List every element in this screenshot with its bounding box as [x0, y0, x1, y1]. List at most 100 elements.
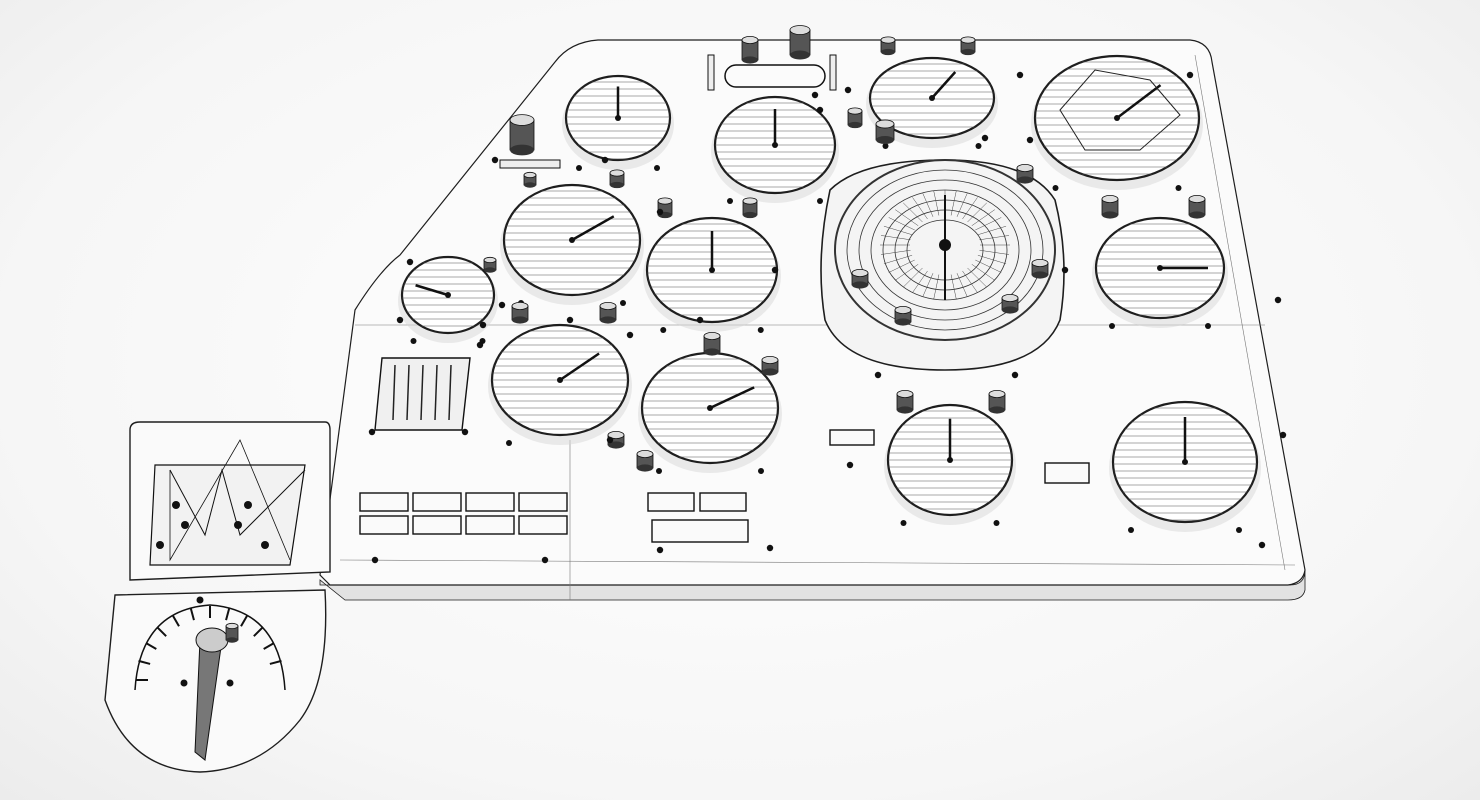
knob-top: [988, 389, 1006, 398]
mount-screw: [900, 520, 907, 526]
side-panel-facets: [169, 468, 306, 537]
mount-screw: [882, 143, 889, 149]
mount-screw: [181, 521, 189, 529]
knob-base: [961, 48, 975, 56]
mount-screw: [172, 501, 180, 509]
mount-screw: [244, 501, 252, 509]
knob-top: [607, 430, 625, 439]
mount-screw: [696, 316, 704, 324]
gauge-hub: [445, 292, 451, 298]
knob-top: [761, 355, 779, 364]
gauge-needle: [571, 215, 615, 242]
knob-base: [852, 281, 868, 289]
knob-top: [896, 389, 914, 398]
mount-screw: [654, 165, 660, 171]
gauge: [1092, 216, 1228, 329]
throttle-dial-tick: [189, 608, 195, 621]
knob: [523, 171, 537, 188]
throttle-dial-tick: [172, 615, 180, 627]
mount-screw: [758, 468, 764, 474]
mount-screw: [576, 165, 582, 171]
mount-screw: [491, 156, 499, 164]
knob-top: [599, 301, 617, 310]
gauge: [562, 74, 674, 171]
knob-top: [609, 169, 625, 177]
knob: [880, 36, 896, 56]
knob-base: [762, 368, 778, 376]
knob-base: [610, 181, 624, 189]
knob-top: [1031, 258, 1049, 267]
gauge-hub: [1182, 459, 1188, 465]
side-panel-facets: [169, 439, 291, 562]
throttle-dial-tick: [138, 659, 151, 665]
mount-screw: [226, 679, 234, 687]
attitude-tick: [883, 225, 913, 235]
knob-base: [742, 56, 758, 64]
mount-screw: [541, 556, 549, 564]
attitude-tick: [975, 259, 1002, 273]
throttle-lever-hub: [195, 627, 229, 653]
mount-screw: [727, 198, 733, 204]
mount-screw: [656, 468, 662, 474]
gauge-hub: [707, 405, 713, 411]
attitude-tick: [977, 225, 1007, 235]
knob-top: [483, 256, 497, 264]
mount-screw: [461, 428, 469, 436]
knob-base: [704, 348, 720, 356]
knob-base: [790, 50, 810, 60]
knob: [894, 305, 912, 326]
gauge-hub: [557, 377, 563, 383]
knob-top: [511, 301, 529, 310]
attitude-tick: [880, 249, 911, 255]
gauge-hub: [947, 457, 953, 463]
gauge-hub: [615, 115, 621, 121]
attitude-tick: [895, 209, 919, 226]
mount-screw: [368, 428, 376, 436]
gauge-hub: [929, 95, 935, 101]
knob: [509, 114, 535, 156]
attitude-tick: [979, 249, 1010, 255]
knob-base: [510, 144, 534, 156]
mount-screw: [1175, 185, 1182, 191]
gauge-hub: [1157, 265, 1163, 271]
attitude-tick: [971, 209, 995, 226]
knob: [741, 36, 759, 64]
toggle-switch: [499, 159, 561, 169]
mount-screw: [766, 544, 774, 552]
knob-top: [509, 114, 535, 126]
knob-base: [1032, 271, 1048, 279]
throttle-dial-tick: [156, 626, 167, 637]
gauge: [488, 323, 632, 446]
knob-base: [524, 182, 536, 188]
knob-top: [789, 25, 811, 35]
mount-screw: [816, 106, 824, 114]
knob-base: [637, 464, 653, 472]
mount-screw: [1016, 71, 1024, 79]
panel-button: [412, 515, 462, 535]
mount-screw: [506, 440, 512, 446]
attitude-tick: [979, 235, 1010, 241]
knob-top: [741, 36, 759, 45]
mount-screw: [180, 679, 188, 687]
mount-screw: [606, 436, 614, 444]
mount-screw: [1109, 323, 1115, 329]
gauge-needle: [1116, 84, 1162, 119]
gauge: [500, 183, 644, 306]
knob-base: [895, 318, 911, 326]
mount-screw: [1279, 431, 1287, 439]
knob-base: [1017, 176, 1033, 184]
gauge-needle: [709, 386, 755, 410]
knob: [1188, 194, 1206, 219]
panel-button: [829, 429, 875, 446]
knob-top: [1016, 163, 1034, 172]
knob: [703, 331, 721, 356]
mount-screw: [844, 86, 852, 94]
attitude-tick: [888, 259, 915, 273]
mount-screw: [1011, 371, 1019, 379]
mount-screw: [196, 596, 204, 604]
knob-top: [1188, 194, 1206, 203]
knob-top: [703, 331, 721, 340]
panel-button: [647, 492, 695, 512]
throttle-dial-tick: [240, 615, 248, 627]
louver-slat: [434, 364, 438, 421]
